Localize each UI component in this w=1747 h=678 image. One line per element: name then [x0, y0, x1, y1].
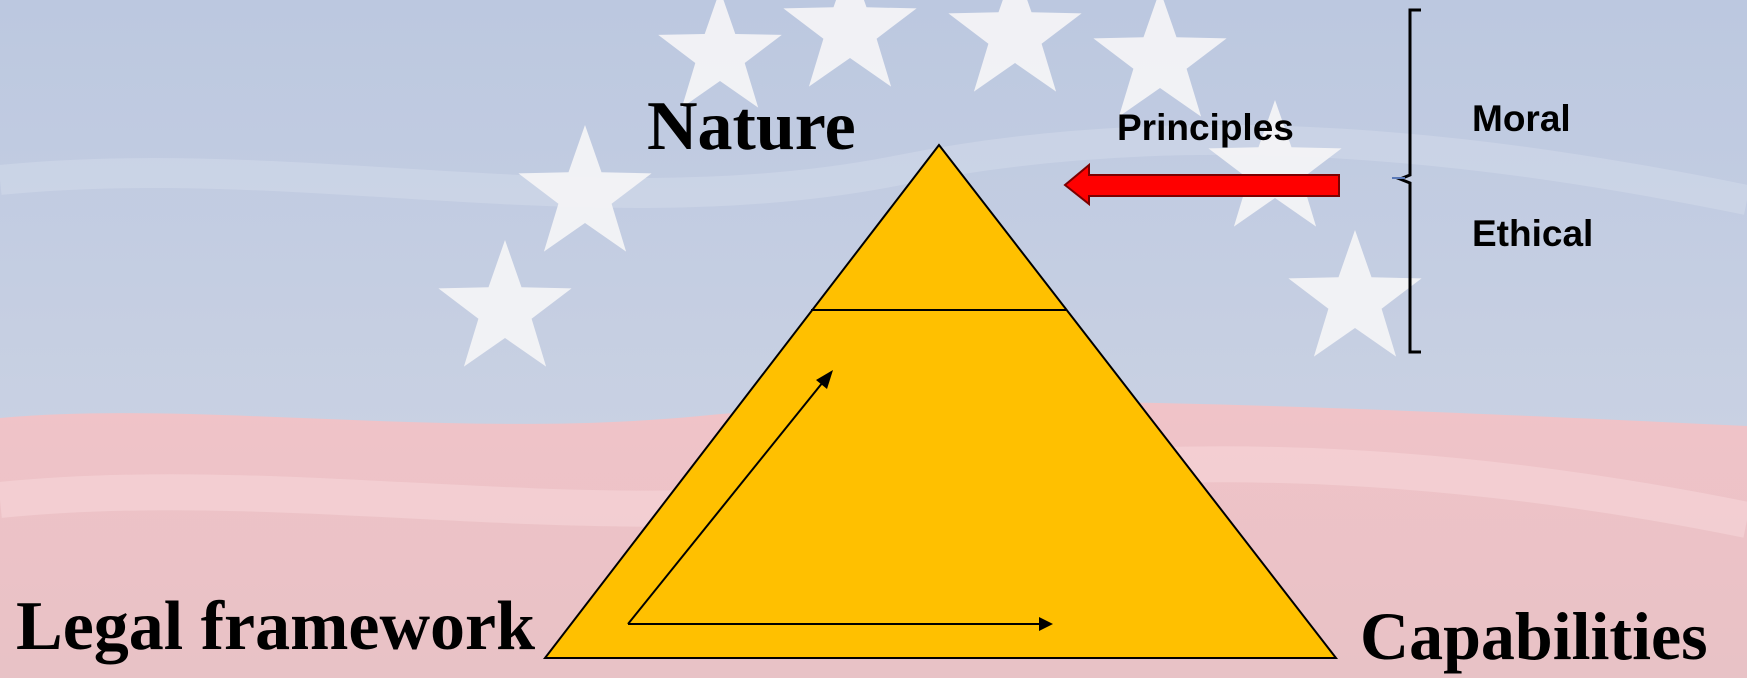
label-moral: Moral	[1472, 100, 1571, 137]
label-legal-framework: Legal framework	[16, 592, 535, 662]
label-principles: Principles	[1117, 109, 1294, 146]
label-nature: Nature	[647, 92, 856, 162]
label-ethical: Ethical	[1472, 215, 1593, 252]
label-capabilities: Capabilities	[1360, 602, 1708, 670]
